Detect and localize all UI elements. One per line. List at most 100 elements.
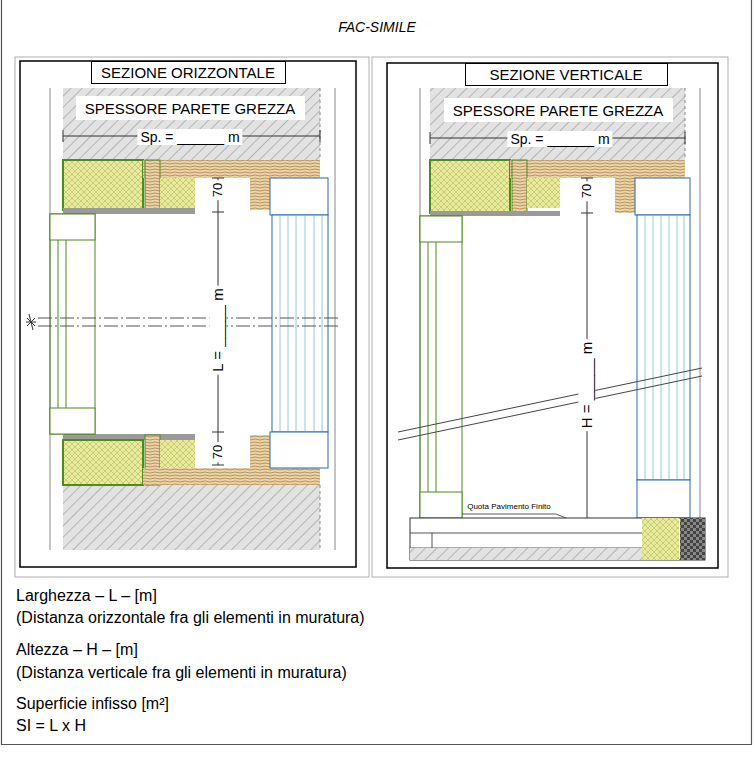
horizontal-section	[15, 57, 369, 577]
dimension-label: L = _____ m	[209, 285, 226, 374]
horizontal-section	[63, 208, 195, 214]
horizontal-section	[20, 61, 356, 567]
vertical-section	[462, 514, 566, 518]
vertical-section	[645, 215, 684, 480]
horizontal-section	[280, 215, 281, 432]
horizontal-section	[320, 485, 321, 550]
vertical-section	[410, 548, 642, 560]
dimension-label: H = _____ m	[578, 339, 595, 431]
section-heading: SEZIONE VERTICALE	[465, 63, 668, 86]
vertical-section	[645, 215, 646, 480]
horizontal-section	[143, 160, 320, 178]
horizontal-section	[15, 57, 369, 577]
vertical-section	[637, 480, 690, 518]
horizontal-section	[270, 178, 328, 215]
caption-line: SI = L x H	[16, 717, 86, 735]
horizontal-section	[38, 318, 340, 319]
horizontal-section	[212, 212, 224, 213]
vertical-section	[372, 57, 728, 577]
vertical-section	[387, 63, 718, 568]
horizontal-section	[50, 214, 95, 240]
horizontal-section	[143, 468, 320, 485]
vertical-section	[642, 518, 679, 560]
outer-frame	[2, 0, 752, 745]
horizontal-section	[272, 215, 328, 432]
vertical-section	[398, 368, 702, 432]
vertical-section	[685, 88, 686, 160]
outer-frame	[2, 0, 752, 745]
vertical-section	[635, 178, 690, 215]
vertical-section	[430, 88, 685, 160]
vertical-section	[430, 160, 510, 213]
horizontal-section	[270, 432, 328, 468]
vertical-section	[398, 376, 702, 440]
caption-line: Altezza – H – [m]	[16, 641, 138, 659]
horizontal-section	[335, 88, 336, 550]
horizontal-section	[250, 435, 270, 468]
wall-thickness-band: SPESSORE PARETE GREZZA	[444, 98, 673, 122]
vertical-section	[581, 213, 593, 214]
dimension-label: Sp. = ______ m	[507, 131, 612, 147]
dimension-label: 70	[211, 180, 226, 200]
vertical-section	[410, 533, 642, 534]
horizontal-section	[280, 215, 322, 432]
horizontal-section	[160, 440, 195, 468]
dimension-label: 70	[580, 181, 595, 201]
horizontal-section	[38, 318, 340, 326]
vertical-section	[684, 215, 685, 480]
vertical-section	[430, 132, 431, 144]
vertical-section	[653, 215, 654, 480]
vertical-section	[680, 518, 705, 560]
horizontal-section	[50, 408, 95, 434]
horizontal-section	[63, 88, 320, 160]
wall-thickness-band: SPESSORE PARETE GREZZA	[76, 96, 305, 120]
horizontal-section	[212, 432, 224, 433]
horizontal-section	[50, 214, 95, 434]
caption-line: (Distanza orizzontale fra gli elementi i…	[16, 609, 365, 627]
heading-text: SPESSORE PARETE GREZZA	[453, 102, 664, 119]
horizontal-section	[38, 326, 340, 327]
vertical-section	[700, 88, 701, 518]
vertical-section	[677, 215, 678, 480]
vertical-section	[510, 160, 685, 178]
caption-line: Larghezza – L – [m]	[16, 587, 157, 605]
vertical-section	[420, 216, 462, 242]
vertical-section	[527, 178, 560, 208]
heading-text: SPESSORE PARETE GREZZA	[85, 100, 296, 117]
vertical-section	[581, 178, 593, 179]
dimension-label: 70	[211, 442, 226, 462]
horizontal-section	[63, 485, 320, 550]
horizontal-section	[58, 214, 59, 434]
vertical-section	[436, 216, 437, 518]
vertical-section	[661, 215, 662, 480]
horizontal-section	[63, 160, 143, 210]
section-heading: SEZIONE ORIZZONTALE	[91, 61, 286, 84]
heading-text: SEZIONE VERTICALE	[489, 66, 642, 83]
vertical-section	[428, 216, 429, 518]
vertical-section	[637, 215, 690, 480]
horizontal-section	[212, 465, 224, 466]
vertical-section	[430, 211, 560, 216]
vertical-section	[410, 518, 705, 560]
caption-line: Superficie infisso [m²]	[16, 695, 169, 713]
vertical-section	[420, 216, 462, 518]
horizontal-section	[322, 215, 323, 432]
horizontal-section	[320, 130, 321, 142]
horizontal-section	[212, 178, 224, 179]
horizontal-section	[250, 178, 270, 210]
vertical-section	[372, 57, 728, 577]
vertical-section	[615, 178, 635, 213]
vertical-section	[669, 215, 670, 480]
horizontal-section	[320, 88, 321, 160]
horizontal-section	[288, 215, 289, 432]
caption-line: (Distanza verticale fra gli elementi in …	[16, 664, 347, 682]
vertical-section	[685, 132, 686, 144]
horizontal-section	[145, 160, 160, 210]
horizontal-section	[160, 178, 195, 208]
page-title: FAC-SIMILE	[0, 19, 754, 35]
horizontal-section	[296, 215, 297, 432]
horizontal-section	[63, 130, 64, 142]
horizontal-section	[314, 215, 315, 432]
horizontal-section	[26, 314, 36, 330]
